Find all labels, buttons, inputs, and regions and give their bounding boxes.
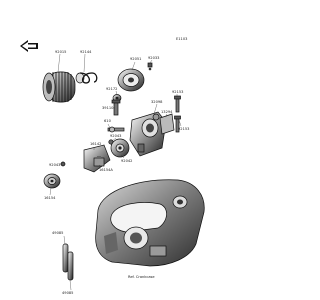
- crankcase: [95, 179, 205, 267]
- callout-13294: 13294: [161, 110, 173, 114]
- callout-16142: 16142: [90, 142, 101, 146]
- callout-92043-left: 92043: [49, 163, 60, 167]
- callout-92033: 92033: [148, 56, 159, 60]
- callout-39110: 39110: [102, 106, 114, 110]
- callout-92153-upper: 92153: [172, 90, 183, 94]
- front-direction-arrow-icon: [20, 40, 38, 52]
- plate-13294: [159, 113, 175, 135]
- callout-92051: 92051: [130, 57, 141, 61]
- callout-92144: 92144: [80, 50, 92, 54]
- gear-shaft-610: [107, 126, 125, 133]
- oil-pump-rotor: [117, 68, 145, 92]
- page-code: E1103: [176, 37, 187, 41]
- collar-16154a: [93, 156, 105, 167]
- callout-92043: 92043: [110, 134, 121, 138]
- spring: [75, 72, 98, 84]
- reference-note: Ref. Crankcase: [128, 275, 155, 279]
- callout-610: 610: [104, 119, 112, 123]
- dowel-pin-49085-a: [62, 243, 69, 273]
- callout-92042: 92042: [121, 159, 132, 163]
- bolt-92153-lower: [174, 115, 181, 133]
- callout-16154a: 16154A: [99, 168, 113, 172]
- callout-92172: 92172: [106, 87, 117, 91]
- callout-92153-lower: 92153: [178, 127, 189, 131]
- oil-pump-gear-assembly: [129, 111, 167, 157]
- bolt-92153-upper: [174, 95, 181, 113]
- gear-92042: [110, 138, 130, 158]
- callout-32098: 32098: [151, 100, 163, 104]
- oil-pump-exploded-diagram: E1103: [20, 37, 205, 295]
- pin-92033: [147, 62, 153, 71]
- rotor-16154: [43, 173, 61, 189]
- callout-49085-a: 49085: [52, 231, 63, 235]
- callout-49085-b: 49085: [62, 291, 73, 295]
- callout-92015: 92015: [55, 50, 66, 54]
- dowel-pin-49085-b: [67, 251, 74, 281]
- callout-16154: 16154: [44, 196, 56, 200]
- oil-filter-element: [42, 71, 76, 103]
- bolt-39110: [111, 99, 121, 116]
- leader-lines: [49, 53, 182, 291]
